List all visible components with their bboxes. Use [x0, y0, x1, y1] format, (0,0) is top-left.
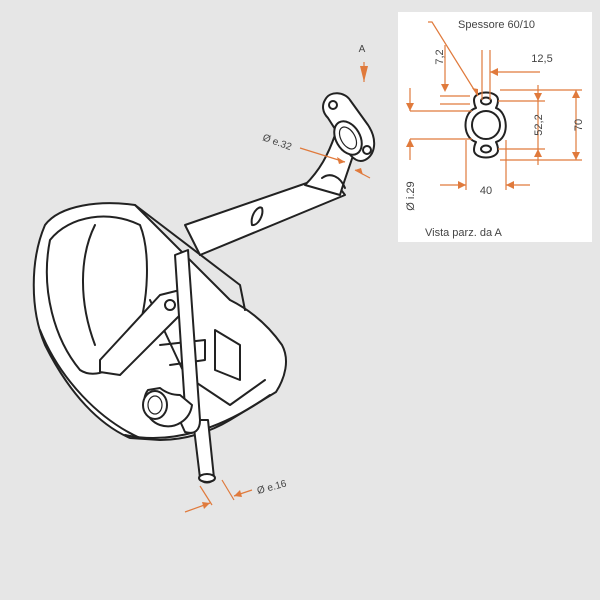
tail-arrowhead-1 [202, 502, 210, 509]
head-pipe-strap [184, 174, 346, 256]
dim-52-2-label: 52,2 [533, 114, 545, 135]
dim-7-2-label: 7,2 [434, 49, 446, 64]
dim-hole-arrow-2 [406, 139, 414, 147]
inset-bolt-hole-lower [480, 144, 492, 154]
inlet-arrowhead-1 [337, 157, 345, 164]
dim-40-arrow-2 [506, 181, 514, 189]
dim-52-2-arrow-1 [534, 93, 542, 101]
thickness-leader [428, 21, 479, 97]
view-arrow-label: A [359, 44, 366, 55]
tailpipe-diameter-label: Ø e.16 [256, 478, 288, 497]
view-arrow-a: A [359, 44, 368, 82]
flange-bolt-hole-upper [328, 100, 338, 110]
strap-slot [250, 206, 264, 227]
flange-bore-inner [338, 126, 358, 150]
head-pipe-entry [142, 390, 168, 420]
dim-70-arrow-1 [572, 90, 580, 98]
head-pipe-ring [321, 174, 346, 189]
flange-bolt-hole-lower [362, 145, 372, 155]
thickness-leader-arrow [472, 88, 478, 96]
bracket-hole [164, 299, 176, 311]
inlet-diameter-label: Ø e.32 [261, 132, 293, 153]
muffler-inner-box [214, 329, 241, 381]
muffler-side-line-1 [134, 204, 246, 311]
dim-12-5-label: 12,5 [531, 53, 552, 65]
tail-arrowhead-2 [234, 490, 242, 497]
tail-ext-1 [199, 485, 213, 506]
tailpipe-end [198, 473, 216, 483]
inset-caption: Vista parz. da A [425, 227, 503, 239]
flange-bore [333, 120, 363, 156]
tail-ext-2 [221, 479, 235, 501]
dim-7-2-arrow [441, 84, 449, 92]
head-pipe-entry-inner [147, 395, 163, 415]
inlet-arrowhead-2 [355, 168, 363, 175]
inset-flange-bore [471, 110, 501, 140]
view-arrow-head [360, 66, 368, 82]
dim-70-label: 70 [573, 119, 585, 131]
muffler-end-cap-rim [82, 224, 96, 346]
inlet-dim-line [299, 147, 346, 163]
dim-40-label: 40 [480, 185, 492, 197]
inset-panel: Spessore 60/10 7,2 12,5 52,2 [398, 12, 592, 242]
muffler-drawing [32, 92, 376, 484]
dim-hole-label: Ø i.29 [405, 181, 417, 210]
inset-bolt-hole-upper [480, 96, 492, 106]
dim-52-2-arrow-2 [534, 149, 542, 157]
dim-70-arrow-2 [572, 152, 580, 160]
thickness-label: Spessore 60/10 [458, 19, 535, 31]
muffler-side-line-2 [149, 299, 266, 406]
dim-40-arrow-1 [458, 181, 466, 189]
dim-hole-arrow-1 [406, 103, 414, 111]
tailpipe-diameter-dimension: Ø e.16 [184, 478, 288, 513]
dim-12-5-arrow [490, 68, 498, 76]
muffler-seam [39, 329, 141, 439]
